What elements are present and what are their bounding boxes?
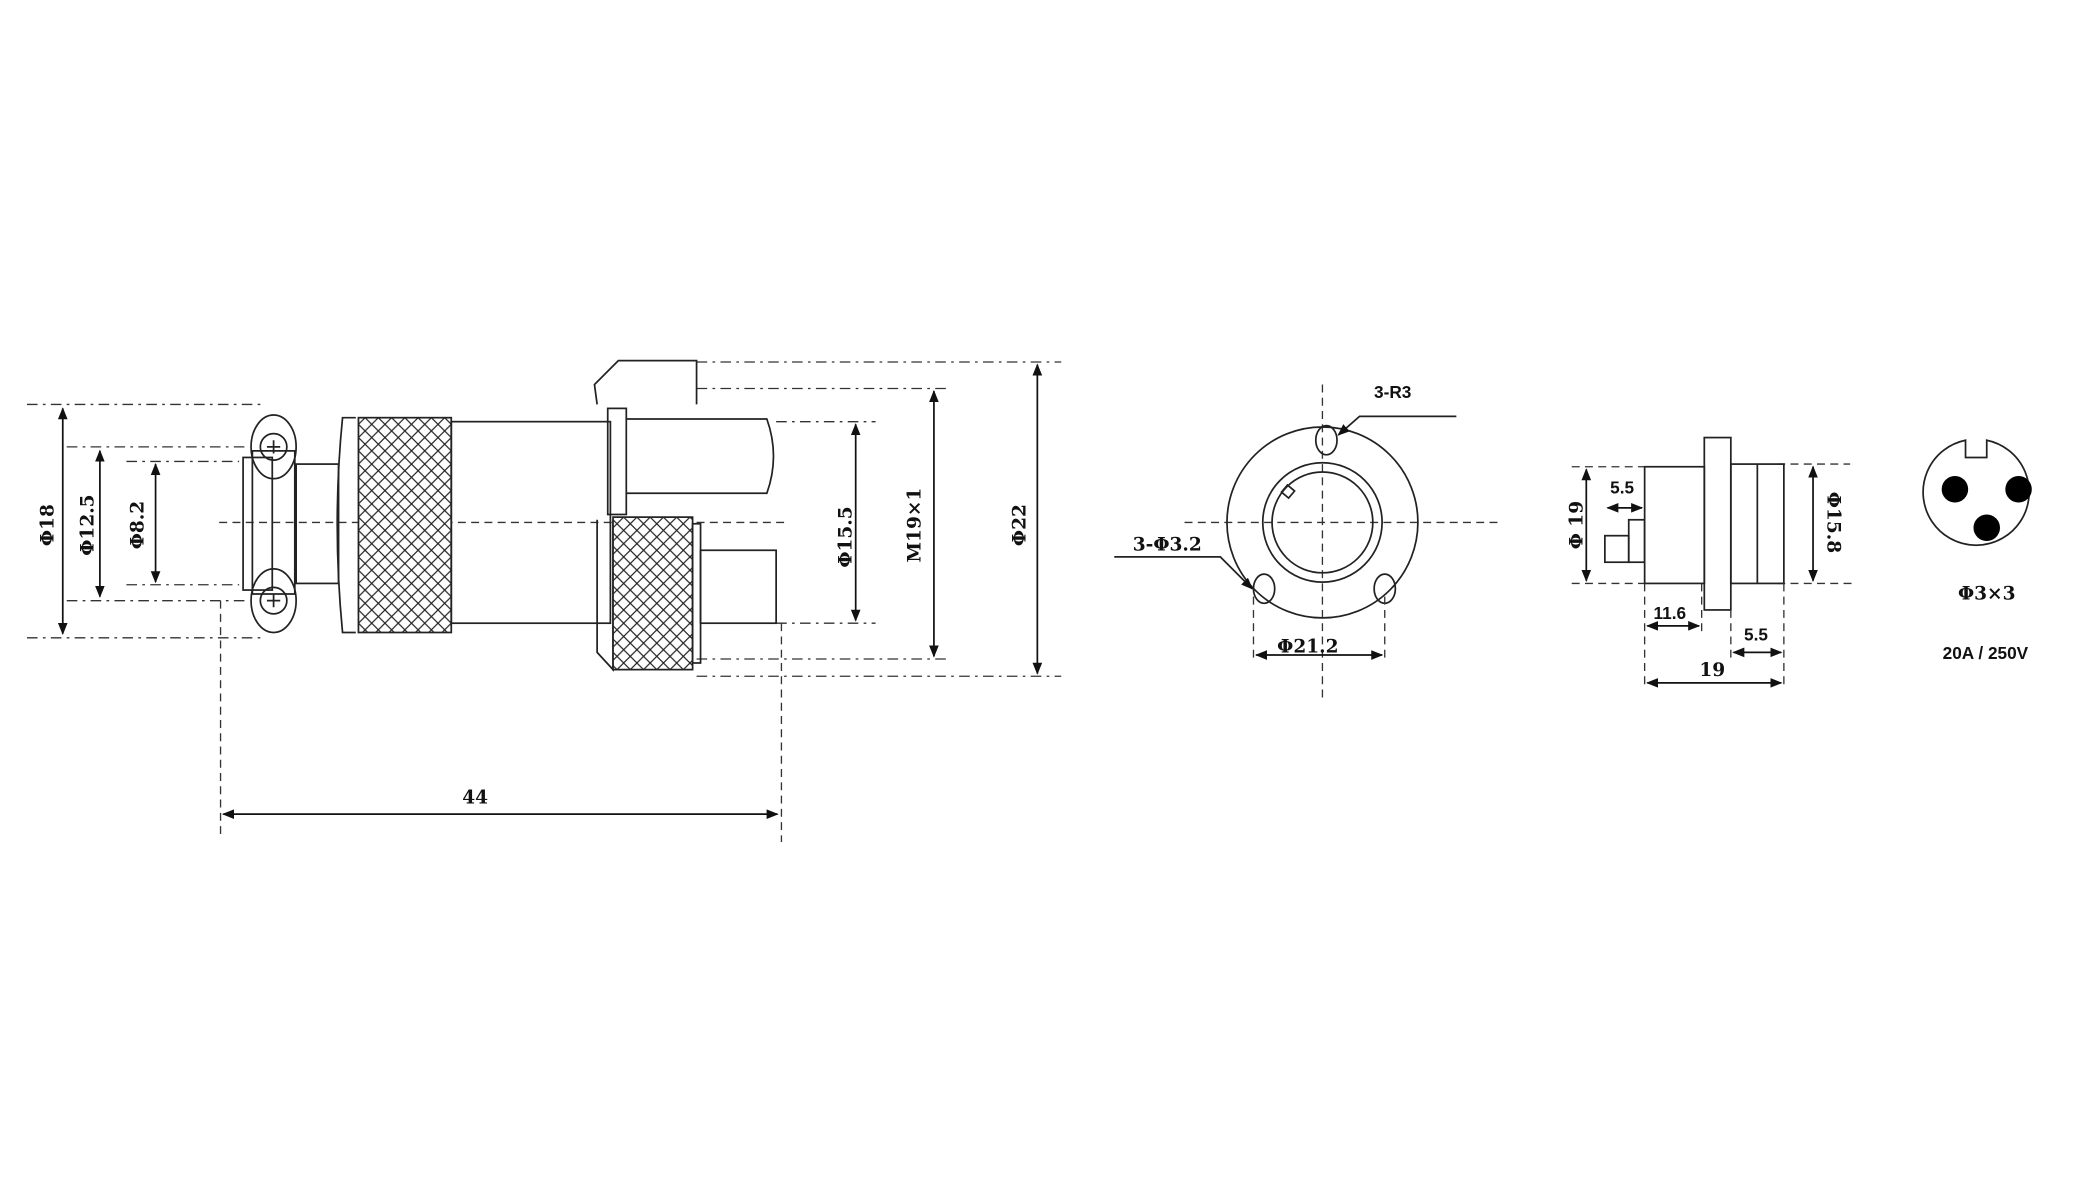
dim-mid-dia: Φ12.5 (77, 494, 98, 555)
total-length-label: 19 (1699, 660, 1725, 681)
notch-radius-label: 3-R3 (1374, 382, 1411, 402)
dim-inner-dia: Φ8.2 (128, 501, 149, 549)
pin-layout: Φ3×3 20A / 250V (1922, 439, 2032, 663)
hole-circle-dia-label: Φ21.2 (1277, 636, 1338, 657)
plug-front (593, 359, 777, 672)
mount-holes-label: 3-Φ3.2 (1133, 534, 1202, 555)
key-width-label: 5.5 (1610, 477, 1634, 497)
front-length-label: 5.5 (1744, 624, 1768, 644)
front-dia-label: Φ15.8 (1823, 492, 1844, 553)
pin-spec-label: Φ3×3 (1958, 583, 2016, 604)
rear-length-label: 11.6 (1654, 603, 1687, 623)
plug-side-view: Φ18 Φ12.5 Φ8.2 Φ15.5 M19×1 Φ22 44 (26, 359, 1062, 842)
dim-thread: M19×1 (905, 488, 926, 563)
socket-front-view: 3-R3 3-Φ3.2 Φ21.2 (1114, 382, 1503, 701)
dimension-lines (57, 363, 1043, 819)
dim-max-dia: Φ22 (1009, 504, 1030, 546)
coupling-nut (336, 416, 612, 634)
cable-clamp (242, 414, 340, 634)
socket-side-view: Φ 19 5.5 Φ15.8 11.6 5.5 19 (1566, 436, 1857, 690)
dim-pin-dia: Φ15.5 (836, 506, 857, 567)
extension-lines (26, 361, 1062, 842)
dim-outer-dia: Φ18 (37, 504, 58, 546)
pin-2 (2005, 476, 2032, 503)
dim-length: 44 (462, 788, 488, 809)
body-dia-label: Φ 19 (1566, 501, 1587, 549)
pin-3 (1973, 514, 2000, 541)
pin-1 (1941, 476, 1969, 503)
rating-label: 20A / 250V (1943, 643, 2029, 663)
